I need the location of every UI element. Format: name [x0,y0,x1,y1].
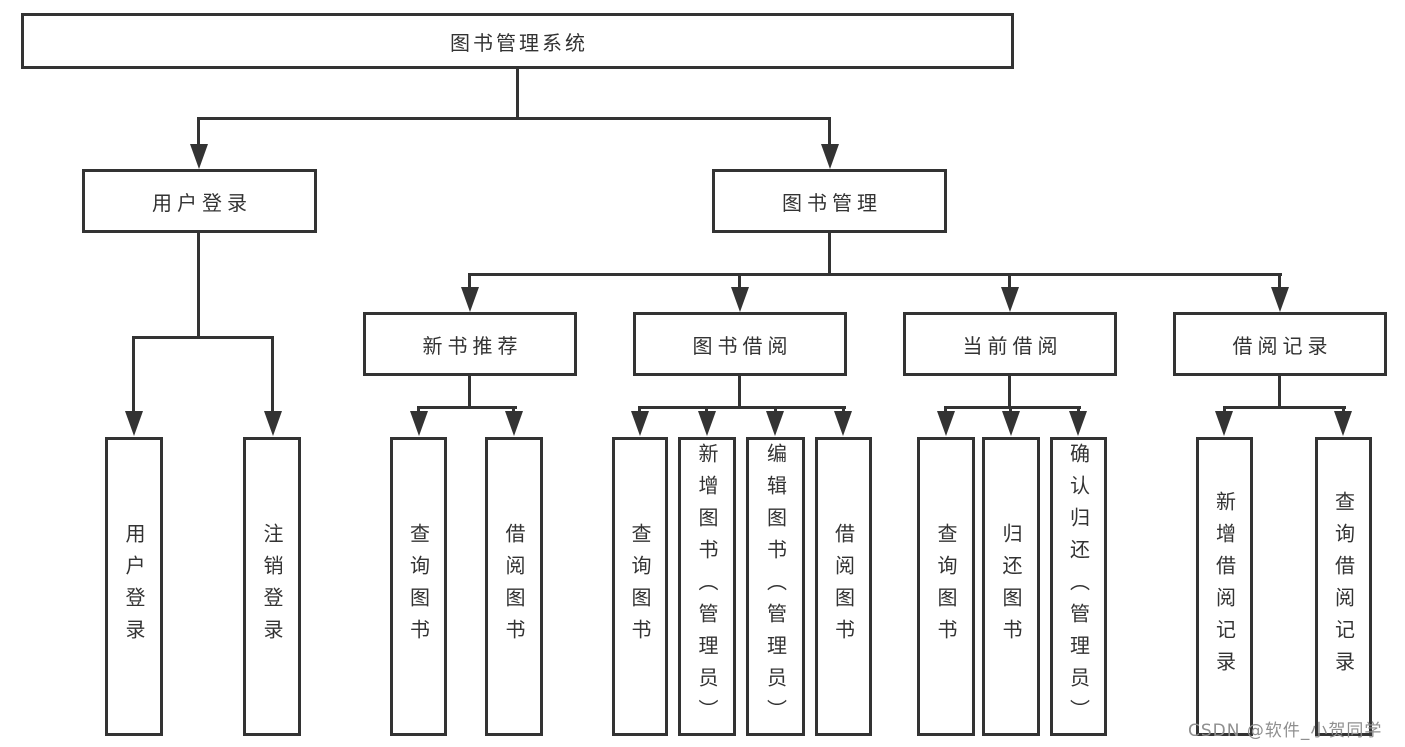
connector-line [468,273,471,289]
connector-line [1008,376,1011,409]
leaf-label: 编辑图书（管理员） [763,442,788,731]
arrow-down-icon [125,411,143,436]
connector-line [132,336,135,414]
leaf-add-borrow-record: 新增借阅记录 [1196,437,1253,736]
leaf-label: 借阅图书 [831,522,856,651]
connector-line [1009,406,1012,414]
leaf-query-books-borrow: 查询图书 [612,437,668,736]
arrow-down-icon [1001,287,1019,312]
connector-line [197,117,200,146]
node-borrow-record: 借阅记录 [1173,312,1387,376]
connector-line [1008,273,1011,289]
connector-line [197,117,831,120]
connector-line [638,406,641,414]
connector-line [638,406,846,409]
connector-line [417,406,420,414]
arrow-down-icon [698,411,716,436]
connector-line [774,406,777,414]
connector-line [132,336,274,339]
leaf-label: 借阅图书 [502,522,526,651]
connector-line [828,117,831,146]
connector-line [512,406,515,414]
connector-line [738,273,741,289]
leaf-add-books-admin: 新增图书（管理员） [678,437,736,736]
node-book-borrow: 图书借阅 [633,312,847,376]
leaf-label: 新增借阅记录 [1212,490,1237,683]
connector-line [944,406,947,414]
connector-line [1223,406,1346,409]
node-current-borrow: 当前借阅 [903,312,1117,376]
arrow-down-icon [766,411,784,436]
connector-line [1278,273,1281,289]
connector-line [705,406,708,414]
connector-line [516,69,519,120]
leaf-label: 确认归还（管理员） [1066,442,1091,731]
connector-line [197,233,200,339]
leaf-label: 用户登录 [122,522,146,651]
arrow-down-icon [937,411,955,436]
leaf-query-borrow-record: 查询借阅记录 [1315,437,1372,736]
leaf-label: 归还图书 [999,522,1023,651]
connector-line [1223,406,1226,414]
leaf-label: 查询借阅记录 [1331,490,1356,683]
leaf-query-books-recommend: 查询图书 [390,437,447,736]
connector-line [828,233,831,276]
leaf-label: 查询图书 [628,522,652,651]
arrow-down-icon [731,287,749,312]
arrow-down-icon [190,144,208,169]
connector-line [944,406,1081,409]
leaf-borrow-books: 借阅图书 [815,437,872,736]
csdn-watermark: CSDN @软件_小贺同学 [1188,721,1383,741]
connector-line [1077,406,1080,414]
arrow-down-icon [264,411,282,436]
connector-line [417,406,517,409]
node-book-management: 图书管理 [712,169,947,233]
arrow-down-icon [834,411,852,436]
connector-line [842,406,845,414]
leaf-label: 查询图书 [934,522,958,651]
leaf-logout: 注销登录 [243,437,301,736]
leaf-borrow-books-recommend: 借阅图书 [485,437,543,736]
arrow-down-icon [1334,411,1352,436]
connector-line [468,273,1282,276]
leaf-return-books: 归还图书 [982,437,1040,736]
connector-line [468,376,471,409]
node-root: 图书管理系统 [21,13,1014,69]
node-user-login: 用户登录 [82,169,317,233]
arrow-down-icon [1002,411,1020,436]
leaf-edit-books-admin: 编辑图书（管理员） [746,437,805,736]
leaf-label: 查询图书 [406,522,431,651]
connector-line [1278,376,1281,409]
node-new-book-recommend: 新书推荐 [363,312,577,376]
connector-line [1342,406,1345,414]
leaf-query-books-current: 查询图书 [917,437,975,736]
arrow-down-icon [821,144,839,169]
connector-line [738,376,741,409]
arrow-down-icon [461,287,479,312]
leaf-user-login: 用户登录 [105,437,163,736]
leaf-confirm-return-admin: 确认归还（管理员） [1050,437,1107,736]
arrow-down-icon [410,411,428,436]
arrow-down-icon [1215,411,1233,436]
connector-line [271,336,274,414]
leaf-label: 新增图书（管理员） [695,442,719,731]
arrow-down-icon [1069,411,1087,436]
arrow-down-icon [505,411,523,436]
leaf-label: 注销登录 [260,522,284,651]
arrow-down-icon [1271,287,1289,312]
arrow-down-icon [631,411,649,436]
